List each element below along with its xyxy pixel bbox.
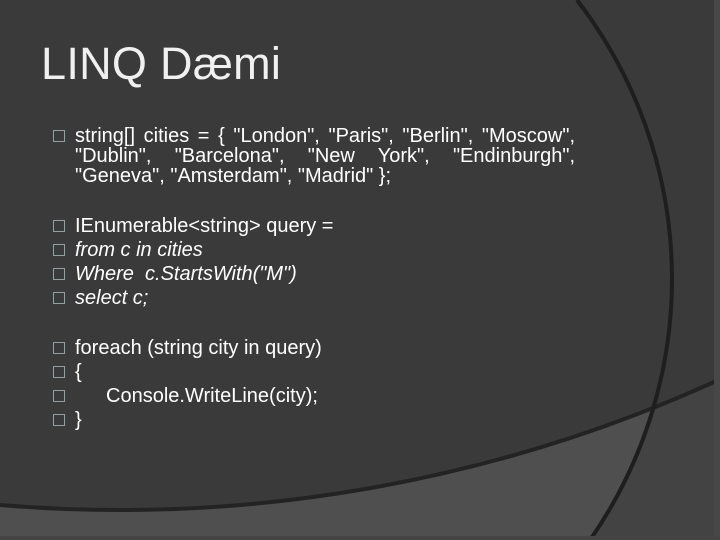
code-paragraph: string[] cities = { "London", "Paris", "… [75,126,575,186]
code-line: string[] cities = { "London", "Paris", "… [75,126,575,146]
bullet-square-icon [53,342,65,354]
bullet-square-icon [53,414,65,426]
bottom-light-band [0,379,720,540]
code-line: "Dublin", "Barcelona", "New York", "Endi… [75,146,575,166]
code-line: { [75,361,82,383]
right-edge-strip [714,0,720,540]
bullet-square-icon [53,366,65,378]
code-line: IEnumerable<string> query = [75,215,334,237]
bullet-square-icon [53,244,65,256]
bullet-item: select c; [53,288,583,308]
slide-title: LINQ Dæmi [41,38,282,89]
bullet-item: IEnumerable<string> query = [53,216,583,236]
slide-body: string[] cities = { "London", "Paris", "… [53,126,583,434]
bullet-square-icon [53,220,65,232]
right-arc-line [575,0,674,540]
code-line: "Geneva", "Amsterdam", "Madrid" }; [75,165,392,187]
bullet-square-icon [53,292,65,304]
bottom-edge-strip [0,536,720,540]
bullet-item: from c in cities [53,240,583,260]
code-block-query: IEnumerable<string> query = from c in ci… [53,216,583,308]
code-line: Where c.StartsWith("M") [75,263,297,285]
code-line: select c; [75,287,149,309]
bottom-curve-line [0,377,720,512]
code-line: from c in cities [75,239,203,261]
bullet-item: } [53,410,583,430]
code-line: foreach (string city in query) [75,337,322,359]
bullet-item: Console.WriteLine(city); [53,386,583,406]
code-line: Console.WriteLine(city); [106,385,318,407]
code-block-loop: foreach (string city in query) { Console… [53,338,583,430]
bullet-square-icon [53,130,65,142]
code-line: } [75,409,82,431]
code-block-declaration: string[] cities = { "London", "Paris", "… [53,126,583,186]
bullet-item: foreach (string city in query) [53,338,583,358]
bullet-item: Where c.StartsWith("M") [53,264,583,284]
bottom-right-wedge [590,379,720,540]
bullet-item: { [53,362,583,382]
bullet-item: string[] cities = { "London", "Paris", "… [53,126,583,186]
bullet-square-icon [53,390,65,402]
bullet-square-icon [53,268,65,280]
